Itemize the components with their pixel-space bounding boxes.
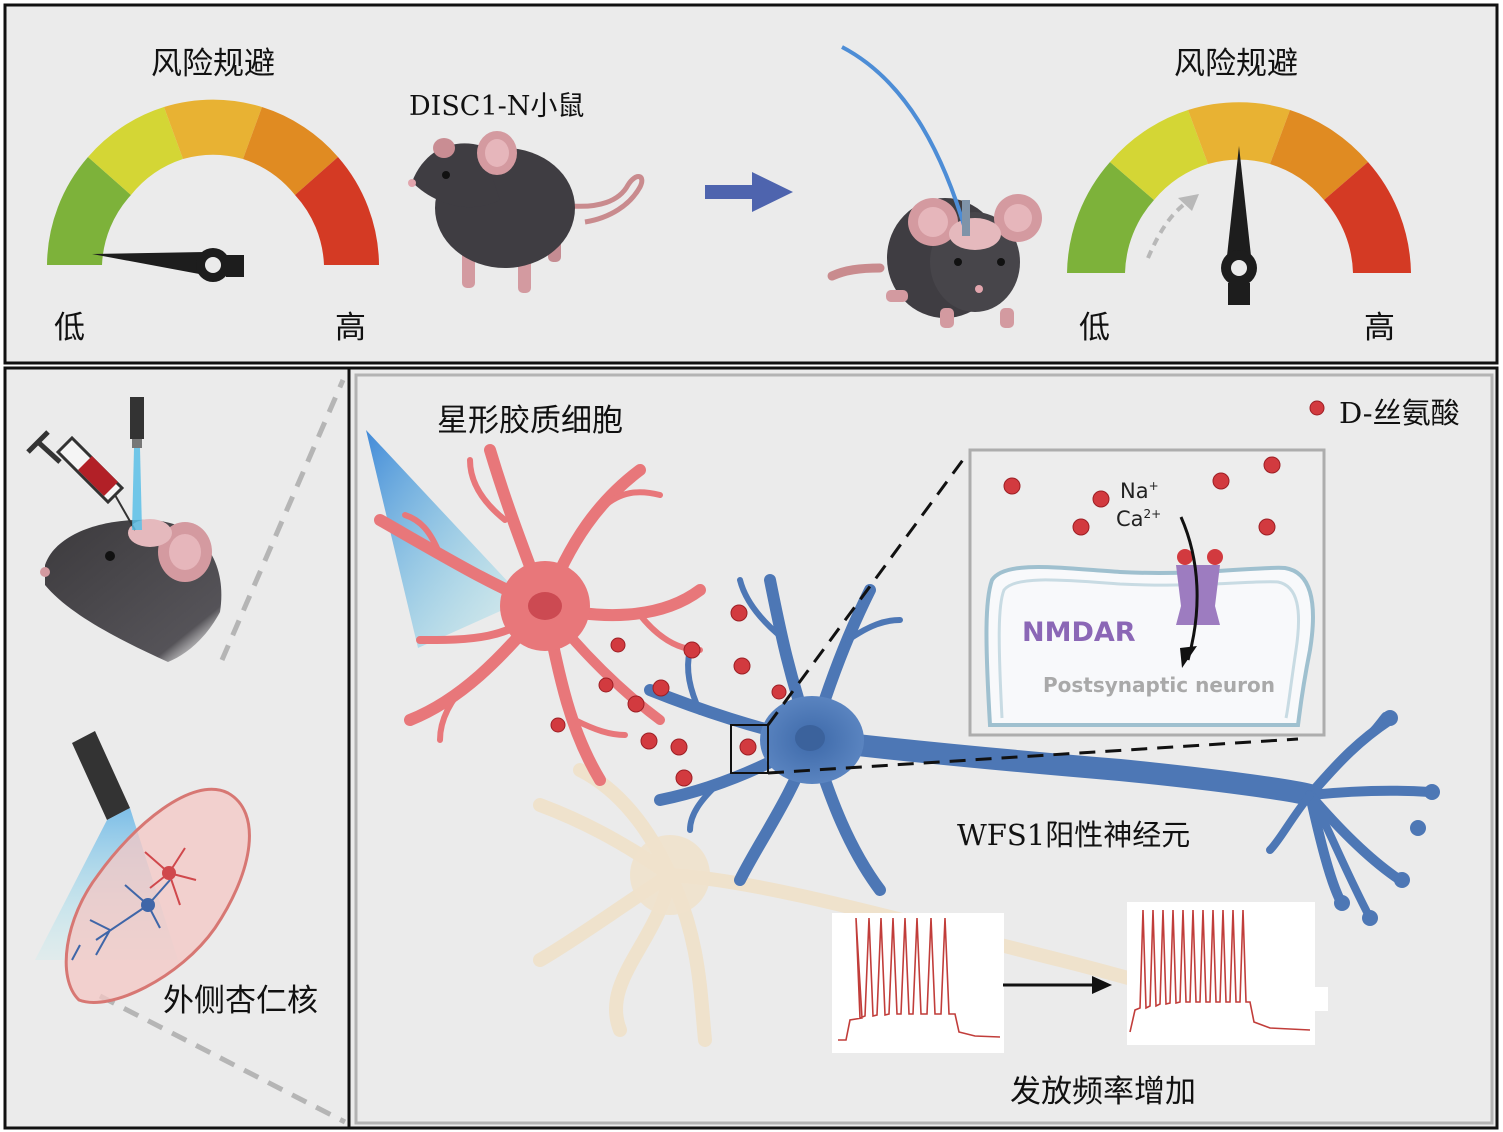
inset-line-upper xyxy=(766,452,970,726)
gauge-segment-low xyxy=(47,157,131,265)
gauge-segment-lowmid xyxy=(88,107,183,195)
right-gauge-title: 风险规避 xyxy=(1174,46,1298,82)
right-gauge xyxy=(1067,102,1411,305)
legend-dot xyxy=(1309,400,1325,416)
gauge-needle xyxy=(92,248,244,282)
d-serine-molecules xyxy=(550,604,787,787)
left-gauge-title: 风险规避 xyxy=(151,46,275,82)
region-label: 外侧杏仁核 xyxy=(163,983,318,1019)
na-label: Na+ xyxy=(1120,479,1159,503)
left-gauge xyxy=(47,99,379,282)
left-gauge-low-label: 低 xyxy=(54,310,85,346)
gauge-segment-lowmid xyxy=(1110,110,1208,200)
postsynaptic-label: Postsynaptic neuron xyxy=(1043,673,1275,697)
neuron-nucleus xyxy=(795,725,825,751)
amygdala-region xyxy=(35,731,251,1004)
gauge-segment-midhigh xyxy=(243,107,338,195)
trace-after xyxy=(1127,902,1328,1045)
gauge-segment-high xyxy=(1324,162,1411,273)
firing-label: 发放频率增加 xyxy=(1010,1074,1196,1110)
right-gauge-low-label: 低 xyxy=(1079,310,1110,346)
light-cone xyxy=(366,430,525,648)
synapse-inset xyxy=(968,448,1326,737)
mouse-label: DISC1-N小鼠 xyxy=(409,91,585,122)
astrocyte-label: 星形胶质细胞 xyxy=(437,403,623,439)
injection-mouse-icon xyxy=(26,397,222,662)
synapse-zoom-box xyxy=(730,724,769,774)
zoom-line-lower xyxy=(98,993,347,1125)
optic-fiber-icon xyxy=(130,397,144,530)
mouse-side-icon xyxy=(408,131,645,293)
syringe-icon xyxy=(26,430,136,531)
gauge-needle xyxy=(1221,146,1257,305)
zoom-frame xyxy=(354,373,1494,1125)
astrocyte-nucleus xyxy=(528,592,562,620)
right-gauge-high-label: 高 xyxy=(1364,310,1395,346)
gauge-segment-mid xyxy=(164,99,262,159)
trace-before xyxy=(832,913,1004,1053)
gauge-segment-low xyxy=(1067,162,1154,273)
gauge-segment-mid xyxy=(1188,102,1290,164)
gauge-segment-high xyxy=(295,157,379,265)
left-gauge-high-label: 高 xyxy=(335,310,366,346)
ion-flow-arrow xyxy=(1179,516,1199,661)
transition-arrow xyxy=(705,172,793,212)
inset-line-lower xyxy=(767,737,1299,775)
gauge-segment-midhigh xyxy=(1270,110,1368,200)
ca-label: Ca2+ xyxy=(1116,507,1162,531)
neuron-label: WFS1阳性神经元 xyxy=(957,818,1191,852)
zoom-line-upper xyxy=(219,379,346,661)
mouse-fiber-icon xyxy=(827,45,1042,328)
legend-label: D-丝氨酸 xyxy=(1339,396,1460,430)
nmdar-label: NMDAR xyxy=(1022,617,1136,648)
